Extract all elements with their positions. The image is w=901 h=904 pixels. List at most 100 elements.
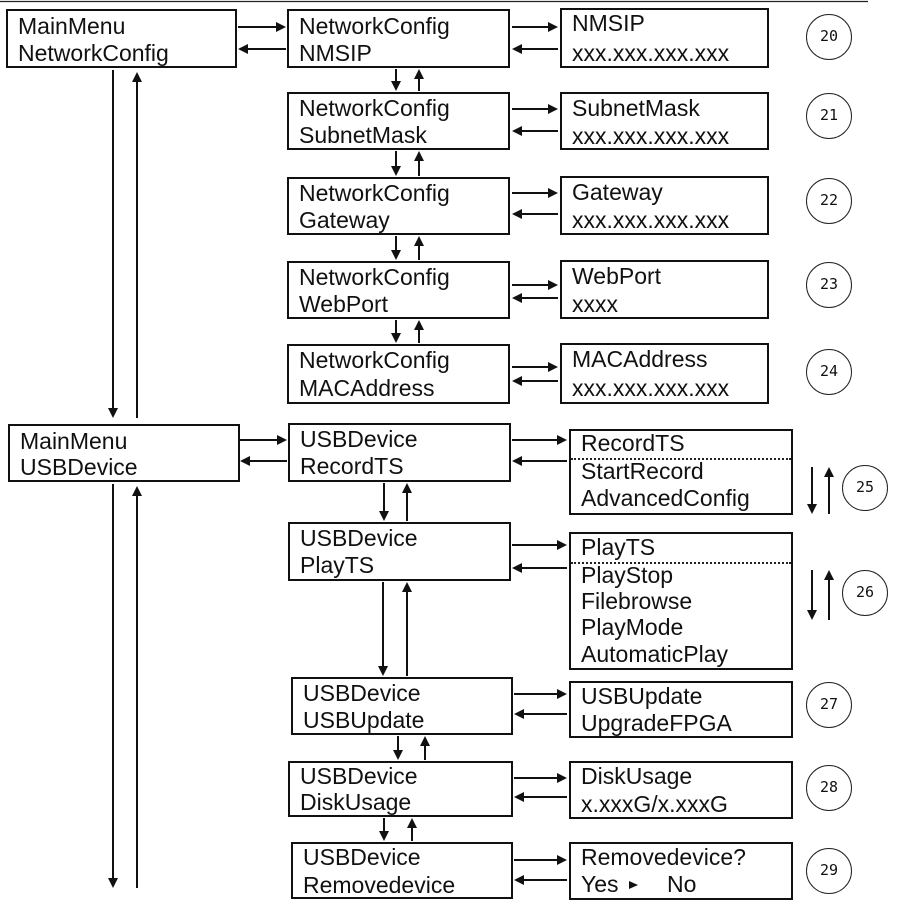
main-menu-label: MainMenu bbox=[18, 13, 126, 39]
macaddress-value-box: MACAddress xxx.xxx.xxx.xxx bbox=[560, 343, 769, 404]
network-gateway-box: NetworkConfig Gateway bbox=[287, 177, 510, 235]
down-arrow bbox=[391, 236, 401, 260]
up-arrow bbox=[402, 582, 412, 676]
menu-item: Removedevice bbox=[303, 872, 456, 898]
right-arrow bbox=[512, 280, 558, 290]
mac-value: xxx.xxx.xxx.xxx bbox=[572, 375, 730, 401]
left-arrow bbox=[512, 293, 558, 303]
step-number-badge: 20 bbox=[806, 14, 852, 60]
playts-submenu-box: PlayTS PlayStop Filebrowse PlayMode Auto… bbox=[569, 532, 793, 670]
menu-item: PlayTS bbox=[300, 552, 375, 578]
ip-value: xxx.xxx.xxx.xxx bbox=[572, 123, 730, 149]
right-arrow bbox=[512, 104, 558, 114]
up-arrow bbox=[414, 151, 424, 176]
menu-item: Gateway bbox=[299, 207, 390, 233]
webport-value-box: WebPort xxxx bbox=[560, 260, 769, 319]
submenu-option: UpgradeFPGA bbox=[581, 710, 732, 736]
right-arrow bbox=[512, 22, 558, 32]
menu-item: DiskUsage bbox=[300, 789, 412, 815]
step-number-badge: 25 bbox=[842, 465, 888, 511]
down-arrow bbox=[393, 736, 403, 760]
value-title: MACAddress bbox=[572, 346, 708, 372]
submenu-option: PlayStop bbox=[581, 562, 674, 588]
submenu-title: PlayTS bbox=[581, 534, 656, 560]
right-arrow bbox=[512, 362, 558, 372]
submenu-divider bbox=[571, 458, 791, 460]
submenu-title: Removedevice? bbox=[581, 844, 746, 870]
choice-yes: Yes bbox=[581, 871, 619, 897]
menu-item: MACAddress bbox=[299, 375, 435, 401]
menu-label: NetworkConfig bbox=[299, 95, 450, 121]
ip-value: xxx.xxx.xxx.xxx bbox=[572, 207, 730, 233]
value-title: WebPort bbox=[572, 263, 662, 289]
left-arrow bbox=[514, 792, 567, 802]
main-menu-label: MainMenu bbox=[20, 428, 128, 454]
up-arrow bbox=[824, 467, 834, 514]
port-value: xxxx bbox=[572, 291, 618, 317]
submenu-title: USBUpdate bbox=[581, 683, 703, 709]
value-title: Gateway bbox=[572, 179, 663, 205]
menu-label: USBDevice bbox=[300, 525, 418, 551]
step-number-badge: 29 bbox=[806, 848, 852, 894]
step-number-badge: 28 bbox=[806, 765, 852, 811]
up-arrow bbox=[402, 483, 412, 521]
step-number-badge: 22 bbox=[806, 178, 852, 224]
main-menu-network-box: MainMenu NetworkConfig bbox=[6, 9, 237, 68]
submenu-option: PlayMode bbox=[581, 614, 684, 640]
right-arrow bbox=[238, 22, 286, 32]
main-menu-item: USBDevice bbox=[20, 454, 138, 480]
down-arrow bbox=[391, 69, 401, 91]
usb-removedevice-box: USBDevice Removedevice bbox=[291, 842, 513, 899]
up-arrow bbox=[407, 818, 417, 841]
submenu-option: StartRecord bbox=[581, 458, 704, 484]
right-arrow bbox=[512, 188, 558, 198]
menu-label: USBDevice bbox=[300, 763, 418, 789]
menu-label: USBDevice bbox=[300, 426, 418, 452]
submenu-option: AutomaticPlay bbox=[581, 641, 729, 667]
right-arrow bbox=[240, 435, 287, 445]
submenu-title: RecordTS bbox=[581, 430, 685, 456]
choice-no: No bbox=[667, 871, 697, 897]
menu-item: USBUpdate bbox=[303, 707, 425, 733]
submenu-title: DiskUsage bbox=[581, 763, 693, 789]
ip-value: xxx.xxx.xxx.xxx bbox=[572, 40, 730, 66]
right-arrow bbox=[512, 435, 567, 445]
left-arrow bbox=[238, 44, 286, 54]
disk-usage-value: x.xxxG/x.xxxG bbox=[581, 791, 728, 817]
diskusage-submenu-box: DiskUsage x.xxxG/x.xxxG bbox=[569, 761, 793, 819]
up-arrow bbox=[132, 72, 142, 418]
down-arrow bbox=[108, 70, 118, 418]
network-subnetmask-box: NetworkConfig SubnetMask bbox=[287, 92, 510, 150]
main-menu-usb-box: MainMenu USBDevice bbox=[8, 424, 240, 482]
value-title: SubnetMask bbox=[572, 95, 700, 121]
down-arrow bbox=[379, 818, 389, 841]
menu-label: USBDevice bbox=[303, 844, 421, 870]
menu-label: NetworkConfig bbox=[299, 264, 450, 290]
network-webport-box: NetworkConfig WebPort bbox=[287, 261, 510, 319]
down-arrow bbox=[391, 320, 401, 343]
step-number-badge: 26 bbox=[842, 570, 888, 616]
network-nmsip-box: NetworkConfig NMSIP bbox=[287, 9, 510, 68]
left-arrow bbox=[512, 376, 558, 386]
main-menu-item: NetworkConfig bbox=[18, 40, 169, 66]
submenu-option: Filebrowse bbox=[581, 588, 693, 614]
up-arrow bbox=[414, 320, 424, 343]
subnetmask-value-box: SubnetMask xxx.xxx.xxx.xxx bbox=[560, 92, 769, 150]
down-arrow bbox=[379, 483, 389, 521]
menu-label: USBDevice bbox=[303, 680, 421, 706]
step-number-badge: 24 bbox=[806, 349, 852, 395]
down-arrow bbox=[108, 484, 118, 888]
menu-label: NetworkConfig bbox=[299, 347, 450, 373]
step-number-badge: 21 bbox=[806, 93, 852, 139]
gateway-value-box: Gateway xxx.xxx.xxx.xxx bbox=[560, 176, 769, 235]
right-arrow bbox=[514, 773, 567, 783]
left-arrow bbox=[512, 126, 558, 136]
removedevice-submenu-box: Removedevice? Yes No bbox=[569, 842, 793, 900]
left-arrow bbox=[240, 456, 287, 466]
usb-diskusage-box: USBDevice DiskUsage bbox=[288, 761, 513, 817]
submenu-option: AdvancedConfig bbox=[581, 485, 750, 511]
left-arrow bbox=[514, 709, 567, 719]
network-macaddress-box: NetworkConfig MACAddress bbox=[287, 344, 510, 404]
